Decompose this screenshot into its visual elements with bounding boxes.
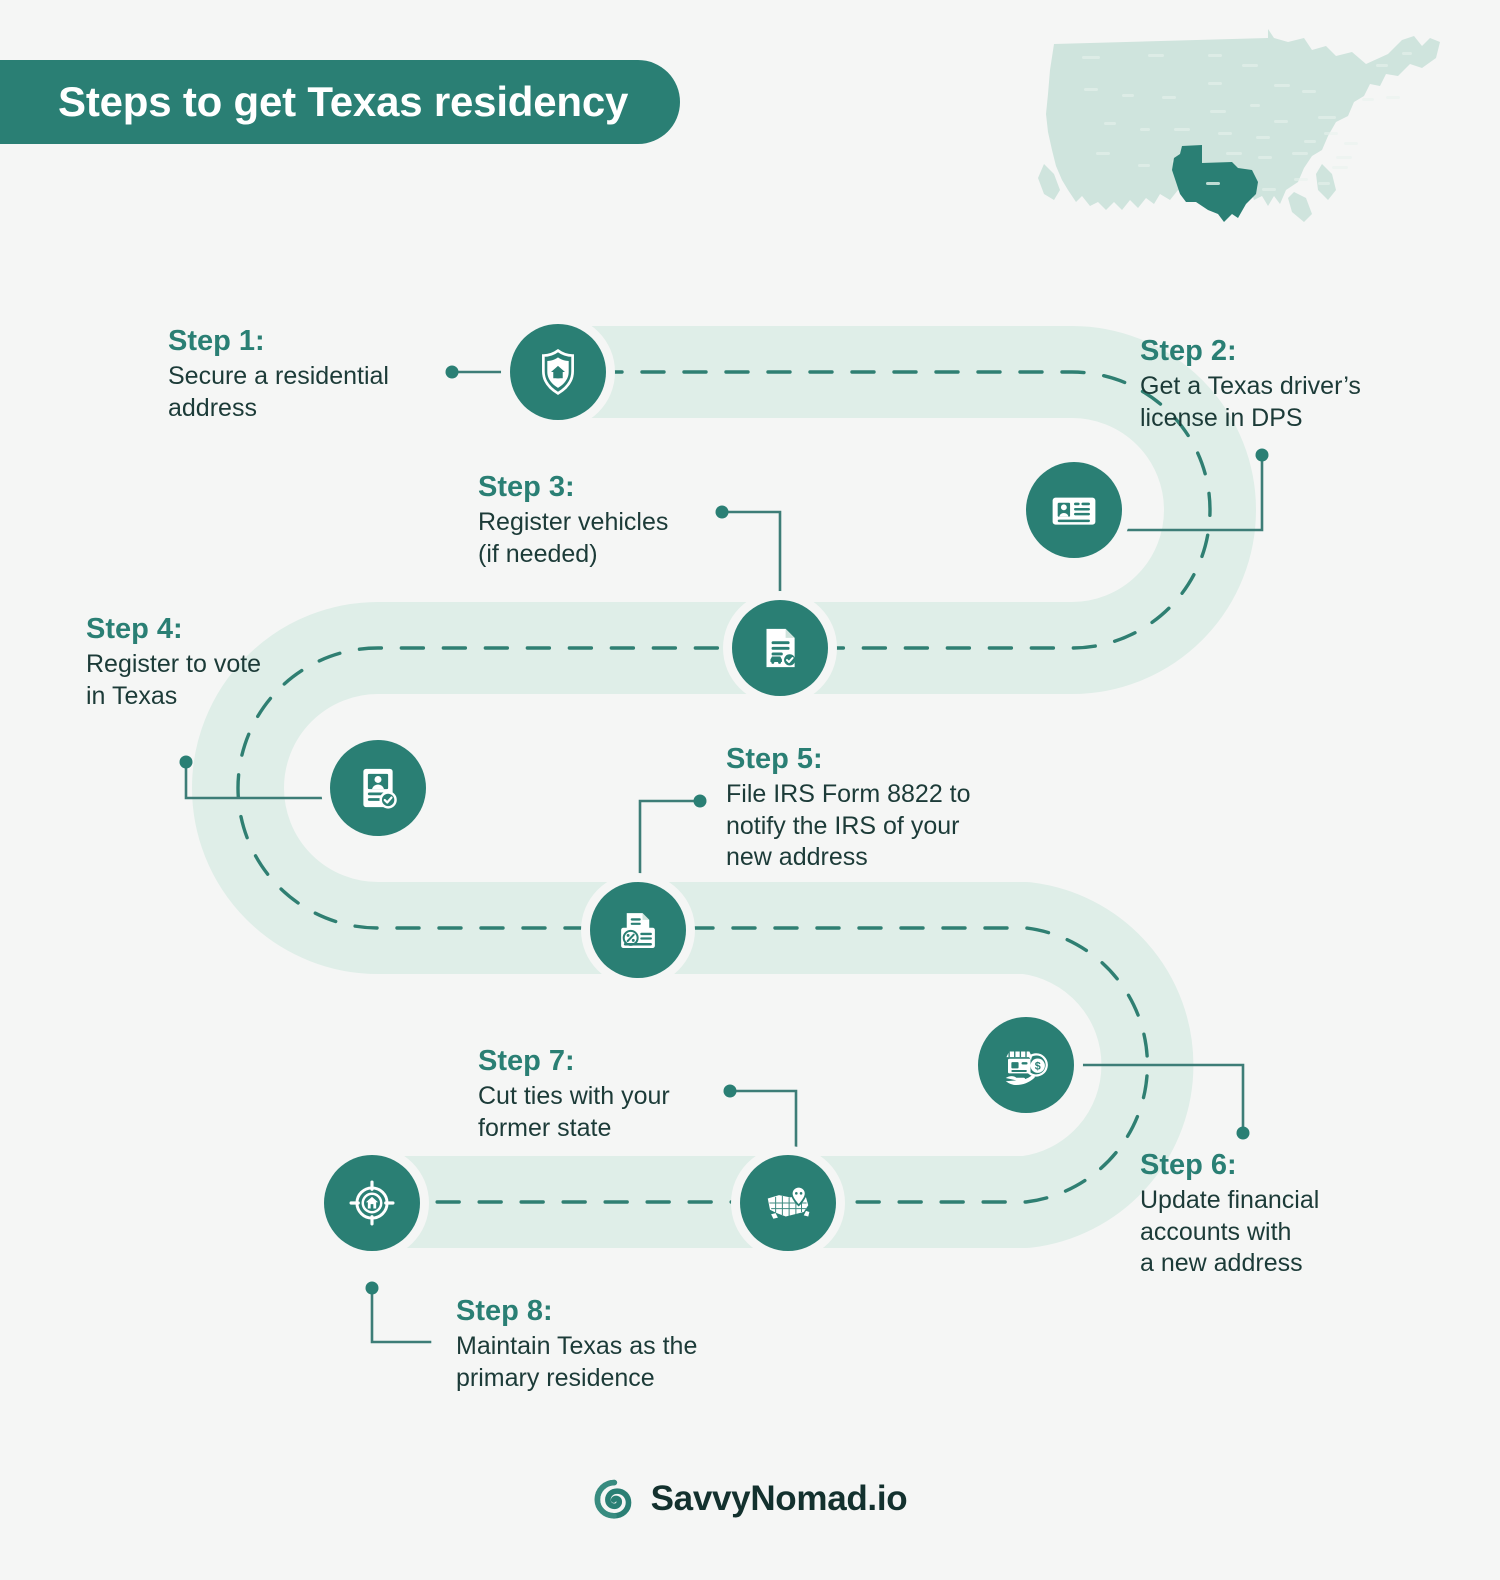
bank-money-hand-icon: $ bbox=[1005, 1051, 1048, 1086]
step-node-2[interactable] bbox=[1026, 462, 1122, 558]
shield-home-icon bbox=[542, 348, 574, 395]
step-label-8: Step 8: Maintain Texas as the primary re… bbox=[456, 1294, 766, 1394]
step-label-7: Step 7: Cut ties with your former state bbox=[478, 1044, 758, 1144]
leader-step-6 bbox=[1076, 1063, 1245, 1135]
step-node-6[interactable]: $ bbox=[978, 1017, 1074, 1113]
step-2-body: Get a Texas driver’s license in DPS bbox=[1140, 372, 1361, 432]
brand-wordmark: SavvyNomad.io bbox=[650, 1479, 908, 1518]
step-7-heading: Step 7: bbox=[478, 1045, 575, 1077]
step-label-6: Step 6: Update financial accounts with a… bbox=[1140, 1148, 1440, 1280]
page-title-banner: Steps to get Texas residency bbox=[0, 60, 681, 144]
leader-lines bbox=[184, 370, 1264, 1344]
leader-dot-step-7 bbox=[723, 1084, 737, 1098]
step-7-body: Cut ties with your former state bbox=[478, 1082, 670, 1142]
leader-dot-step-5 bbox=[693, 794, 707, 808]
vehicle-document-icon bbox=[766, 628, 796, 668]
step-node-1[interactable] bbox=[510, 324, 606, 420]
leader-dots bbox=[179, 365, 1269, 1295]
step-label-2: Step 2: Get a Texas driver’s license in … bbox=[1140, 334, 1440, 434]
step-6-body: Update financial accounts with a new add… bbox=[1140, 1186, 1320, 1278]
step-8-heading: Step 8: bbox=[456, 1295, 553, 1327]
step-5-heading: Step 5: bbox=[726, 743, 823, 775]
step-1-heading: Step 1: bbox=[168, 325, 265, 357]
step-label-3: Step 3: Register vehicles (if needed) bbox=[478, 470, 738, 570]
svg-text:$: $ bbox=[1035, 1061, 1041, 1073]
page-title: Steps to get Texas residency bbox=[58, 78, 629, 125]
step-label-1: Step 1: Secure a residential address bbox=[168, 324, 438, 424]
step-2-heading: Step 2: bbox=[1140, 335, 1237, 367]
step-3-heading: Step 3: bbox=[478, 471, 575, 503]
step-node-4[interactable] bbox=[330, 740, 426, 836]
leader-step-7 bbox=[728, 1089, 798, 1159]
step-1-body: Secure a residential address bbox=[168, 362, 389, 422]
leader-step-2 bbox=[1120, 453, 1264, 532]
us-map-texas-highlighted bbox=[1038, 29, 1440, 222]
step-3-body: Register vehicles (if needed) bbox=[478, 508, 669, 568]
step-8-body: Maintain Texas as the primary residence bbox=[456, 1332, 698, 1392]
step-label-4: Step 4: Register to vote in Texas bbox=[86, 612, 346, 712]
leader-dot-step-8 bbox=[365, 1281, 379, 1295]
id-card-icon bbox=[1052, 497, 1096, 525]
leader-dot-step-4 bbox=[179, 755, 193, 769]
step-4-heading: Step 4: bbox=[86, 613, 183, 645]
leader-step-4 bbox=[184, 760, 332, 800]
step-node-8[interactable] bbox=[324, 1155, 420, 1251]
leader-step-5 bbox=[638, 799, 702, 886]
step-4-body: Register to vote in Texas bbox=[86, 650, 262, 710]
step-node-3[interactable] bbox=[732, 600, 828, 696]
step-label-5: Step 5: File IRS Form 8822 to notify the… bbox=[726, 742, 1046, 874]
road-dashed-centerline bbox=[236, 370, 1212, 1204]
step-node-5[interactable] bbox=[590, 882, 686, 978]
footer-brand[interactable]: SavvyNomad.io bbox=[0, 1478, 1500, 1520]
us-map-texas-state bbox=[1172, 145, 1258, 222]
leader-dot-step-2 bbox=[1255, 448, 1269, 462]
step-6-heading: Step 6: bbox=[1140, 1149, 1237, 1181]
map-pin-usa-icon bbox=[767, 1185, 810, 1219]
leader-step-8 bbox=[370, 1286, 432, 1344]
leader-dot-step-3 bbox=[715, 505, 729, 519]
savvynomad-spiral-logo bbox=[594, 1479, 631, 1519]
leader-step-3 bbox=[720, 510, 782, 604]
leader-dot-step-1 bbox=[445, 365, 459, 379]
leader-dot-step-6 bbox=[1236, 1126, 1250, 1140]
step-node-7[interactable] bbox=[740, 1155, 836, 1251]
us-map-state-label-dots bbox=[1082, 52, 1412, 191]
target-home-icon bbox=[349, 1180, 395, 1226]
voter-id-check-icon bbox=[363, 768, 397, 809]
tax-documents-icon bbox=[621, 913, 655, 948]
step-5-body: File IRS Form 8822 to notify the IRS of … bbox=[726, 780, 971, 872]
